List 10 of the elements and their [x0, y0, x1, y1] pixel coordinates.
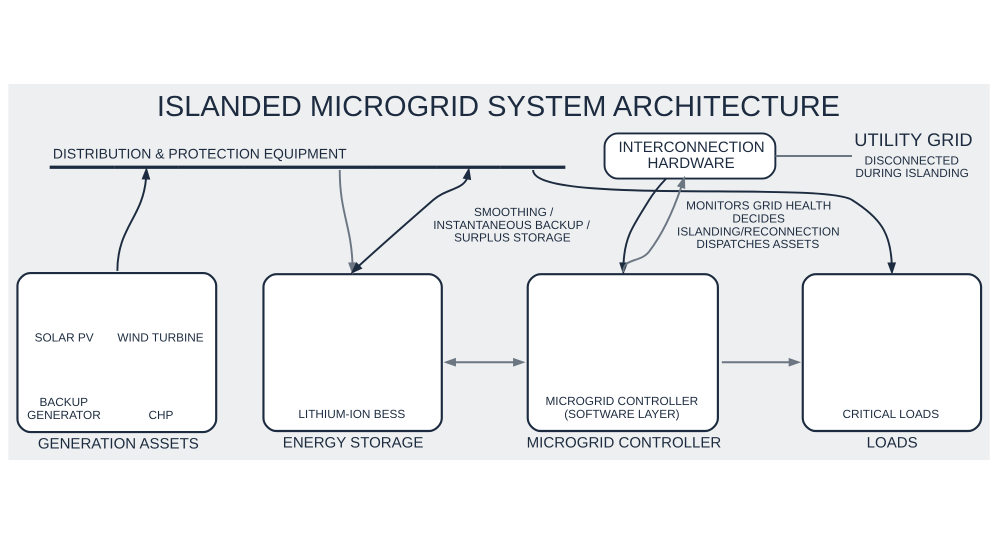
node-label: LOADS	[866, 434, 918, 451]
edge-label: SMOOTHING / INSTANTANEOUS BACKUP / SURPLUS STORAGE	[433, 204, 590, 244]
node-label: MICROGRID CONTROLLER	[526, 434, 722, 451]
node-label: DISCONNECTED DURING ISLANDING	[855, 152, 969, 180]
edge-label: MONITORS GRID HEALTH DECIDES ISLANDING/RECONNECTION DISPATCHES ASSETS	[677, 198, 840, 251]
diagram-title: ISLANDED MICROGRID SYSTEM ARCHITECTURE	[156, 90, 840, 122]
node-label: DISTRIBUTION & PROTECTION EQUIPMENT	[52, 145, 347, 162]
node-text: UTILITY GRID	[854, 128, 973, 150]
node-label: ENERGY STORAGE	[282, 434, 424, 451]
node-label: GENERATION ASSETS	[38, 434, 199, 452]
